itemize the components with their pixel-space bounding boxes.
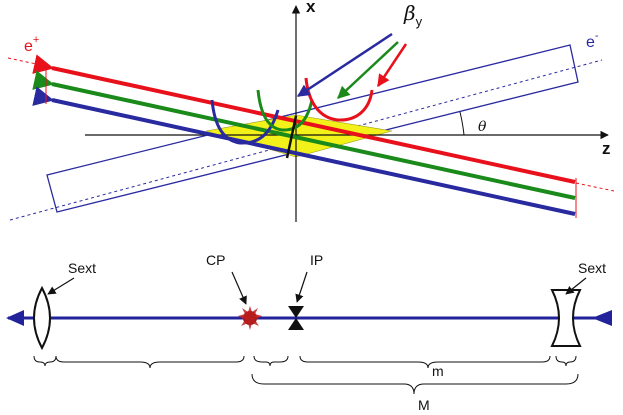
positron-beam-red bbox=[32, 54, 576, 184]
x-axis-label: x bbox=[306, 0, 316, 16]
electron-label: e- bbox=[586, 30, 599, 51]
positron-beam-green bbox=[32, 70, 576, 200]
sext-left-pointer bbox=[47, 277, 75, 295]
electron-base: e bbox=[586, 34, 595, 51]
brace-sext-left bbox=[33, 355, 57, 367]
beta-arrow-green bbox=[337, 41, 399, 99]
ip-label: IP bbox=[310, 252, 323, 268]
beam-arrow-right-icon bbox=[592, 310, 612, 326]
cp-label: CP bbox=[206, 252, 225, 268]
cp-pointer bbox=[231, 271, 247, 305]
sext-right-pointer bbox=[565, 277, 587, 295]
positron-base: e bbox=[24, 38, 33, 55]
positron-axis-left bbox=[7, 57, 47, 67]
positron-label: e+ bbox=[24, 34, 39, 55]
positron-sup: + bbox=[33, 34, 39, 46]
theta-label: θ bbox=[478, 119, 487, 135]
brace-M bbox=[251, 373, 579, 395]
M-label: M bbox=[418, 397, 430, 413]
braces bbox=[33, 355, 579, 395]
brace-sext-right bbox=[555, 355, 577, 367]
electron-sup: - bbox=[595, 30, 599, 42]
beta-subscript: y bbox=[416, 14, 423, 29]
waist-line bbox=[285, 115, 298, 159]
m-label: m bbox=[432, 363, 444, 379]
positron-axis-right bbox=[575, 182, 615, 192]
ip-pointer bbox=[295, 271, 308, 303]
theta-arc bbox=[459, 111, 465, 136]
beta-curve-green bbox=[256, 89, 314, 132]
ip-bowtie-icon bbox=[288, 306, 304, 330]
brace-cp-to-ip bbox=[253, 355, 289, 367]
beamline-schematic: Sext CP IP Sext m M bbox=[6, 252, 612, 413]
beta-arrow-red bbox=[376, 43, 408, 88]
sext-left-lens-icon bbox=[33, 285, 51, 351]
cp-star-icon bbox=[238, 306, 262, 330]
sext-right-lens-icon bbox=[550, 289, 582, 347]
sext-left-label: Sext bbox=[68, 260, 96, 276]
brace-sext-to-cp bbox=[55, 355, 245, 369]
electron-beam-envelope bbox=[46, 44, 579, 213]
beam-crossing-diagram: x z θ βy e+ e- bbox=[7, 0, 615, 222]
beta-arrow-blue bbox=[296, 32, 393, 98]
sext-right-label: Sext bbox=[578, 260, 606, 276]
beam-arrow-left-icon bbox=[6, 310, 24, 326]
positron-beam-blue bbox=[32, 86, 576, 216]
beta-y-label: βy bbox=[403, 1, 423, 29]
beta-symbol: β bbox=[403, 1, 416, 25]
brace-m bbox=[299, 355, 551, 369]
z-axis-label: z bbox=[602, 139, 611, 158]
